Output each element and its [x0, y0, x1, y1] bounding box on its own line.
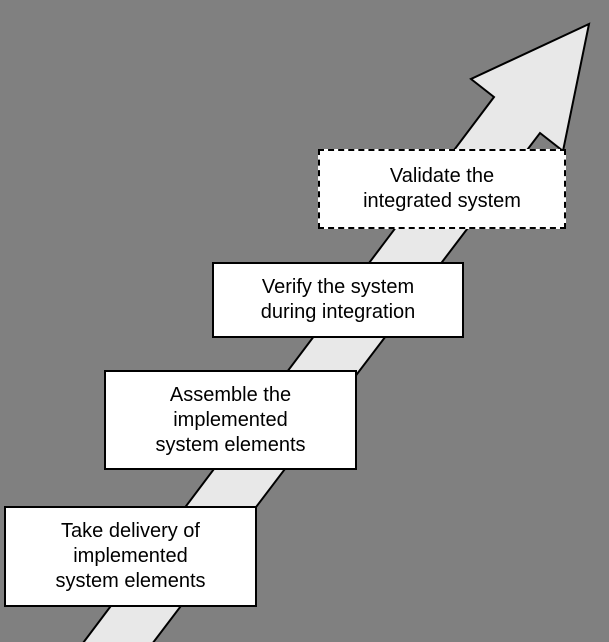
step-take-delivery-box: Take delivery of implemented system elem… — [4, 506, 257, 607]
step-label-line: system elements — [55, 570, 206, 592]
step-label-line: Verify the system — [261, 276, 415, 298]
step-label-line: system elements — [155, 433, 306, 456]
step-label-line: Take delivery of — [61, 520, 200, 542]
step-label-line: during integration — [260, 301, 416, 323]
step-label-line: Validate the — [389, 165, 495, 187]
step-label-line: implemented — [173, 408, 288, 431]
step-verify-box: Verify the system during integration — [212, 262, 464, 338]
step-assemble-box: Assemble the implemented system elements — [104, 370, 357, 470]
step-label-line: implemented — [73, 545, 188, 567]
step-label-line: Assemble the — [169, 383, 292, 406]
step-validate-box: Validate the integrated system — [318, 149, 566, 229]
step-label-line: integrated system — [363, 190, 521, 212]
